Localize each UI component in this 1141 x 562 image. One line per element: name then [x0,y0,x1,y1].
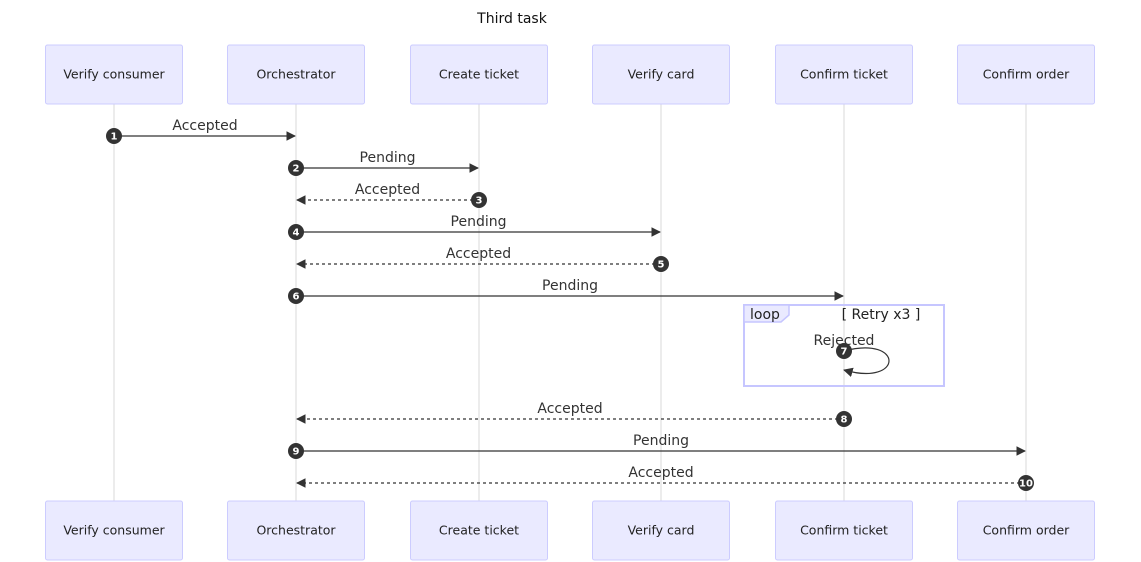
messages: Accepted1Pending2Accepted3Pending4Accept… [106,118,1034,491]
actor-label: Orchestrator [256,523,336,538]
message-label: Accepted [446,246,511,262]
diagram-title: Third task [476,11,548,27]
sequence-number-badge [288,288,304,304]
actor-rect [775,500,913,561]
sequence-number-badge [653,256,669,272]
sequence-number-badge [1018,475,1034,491]
actor-box-vd-bottom: Verify card [592,500,730,561]
sequence-number-badge [836,343,852,359]
actor-box-co-bottom: Confirm order [957,500,1095,561]
sequence-number: 6 [293,292,300,303]
message-2: Pending 2 [288,150,479,176]
actor-label: Verify card [628,67,695,82]
sequence-number-badge [288,160,304,176]
actors-bottom: Verify consumer Orchestrator Create ticket… [45,500,1095,561]
actor-box-ct-top: Create ticket [410,44,548,105]
message-1: Accepted 1 [106,118,296,144]
loop-fragment: loop [ Retry x3 ] [743,304,945,387]
actor-label: Verify consumer [63,67,165,82]
sequence-number: 8 [841,415,848,426]
lifelines [113,104,1027,501]
message-6: Pending 6 [288,278,844,304]
loop-condition: [ Retry x3 ] [842,307,921,323]
actor-rect [957,44,1095,105]
actor-label: Verify card [628,523,695,538]
actor-box-cf-bottom: Confirm ticket [775,500,913,561]
sequence-number: 5 [658,260,665,271]
actor-rect [410,44,548,105]
sequence-number-badge [471,192,487,208]
message-3: Accepted 3 [296,182,487,208]
actor-box-vc-bottom: Verify consumer [45,500,183,561]
actor-label: Create ticket [439,523,519,538]
message-label: Accepted [537,401,602,417]
actor-rect [45,500,183,561]
actor-box-vd-top: Verify card [592,44,730,105]
sequence-number: 10 [1019,479,1033,490]
message-label: Accepted [628,465,693,481]
message-label: Rejected [814,333,875,349]
message-4: Pending 4 [288,214,661,240]
actor-label: Create ticket [439,67,519,82]
actor-box-cf-top: Confirm ticket [775,44,913,105]
message-label: Pending [633,433,689,449]
actor-label: Confirm order [983,67,1070,82]
message-5: Accepted 5 [296,246,669,272]
actor-label: Orchestrator [256,67,336,82]
message-9: Pending 9 [288,433,1026,459]
sequence-number: 3 [476,196,483,207]
actor-rect [775,44,913,105]
sequence-number-badge [836,411,852,427]
actor-rect [45,44,183,105]
message-arrow [843,347,890,377]
actor-rect [227,500,365,561]
actor-rect [227,44,365,105]
message-label: Pending [451,214,507,230]
actor-label: Confirm ticket [800,67,888,82]
loop-keyword: loop [750,307,780,323]
sequence-number: 4 [293,228,300,239]
actor-box-co-top: Confirm order [957,44,1095,105]
actor-box-ct-bottom: Create ticket [410,500,548,561]
message-10: Accepted 10 [296,465,1034,491]
sequence-number-badge [106,128,122,144]
actor-rect [592,500,730,561]
sequence-number: 2 [293,164,300,175]
actor-rect [957,500,1095,561]
sequence-number-badge [288,224,304,240]
sequence-number: 9 [293,447,300,458]
loop-box [743,304,945,387]
message-label: Accepted [355,182,420,198]
sequence-number: 7 [841,347,848,358]
actor-box-vc-top: Verify consumer [45,44,183,105]
actor-label: Verify consumer [63,523,165,538]
message-label: Pending [542,278,598,294]
actor-box-or-bottom: Orchestrator [227,500,365,561]
message-8: Accepted 8 [296,401,852,427]
actors-top: Verify consumer Orchestrator Create ticket… [45,44,1095,105]
sequence-number-badge [288,443,304,459]
actor-label: Confirm ticket [800,523,888,538]
message-label: Pending [360,150,416,166]
actor-label: Confirm order [983,523,1070,538]
actor-rect [592,44,730,105]
actor-rect [410,500,548,561]
message-label: Accepted [172,118,237,134]
sequence-number: 1 [111,132,118,143]
actor-box-or-top: Orchestrator [227,44,365,105]
loop-tab [743,304,790,323]
